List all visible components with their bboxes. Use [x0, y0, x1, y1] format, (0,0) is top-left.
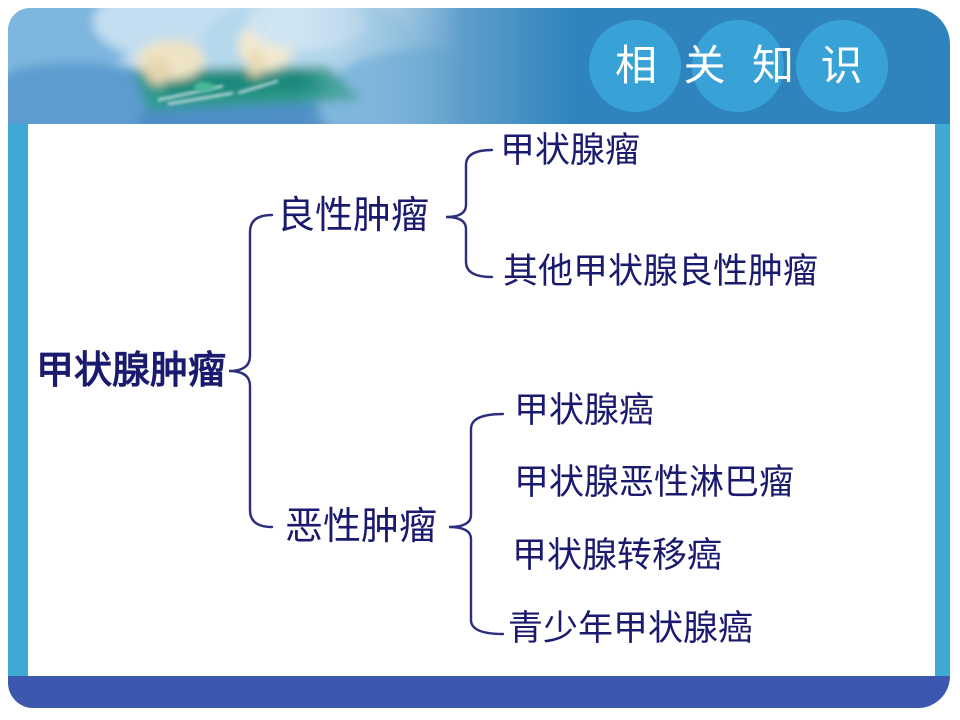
node-adolescent-thyroid-carcinoma: 青少年甲状腺癌 [508, 609, 754, 648]
photo-shapes [8, 8, 478, 124]
header-banner: 相 关 知 识 [8, 8, 950, 124]
brace-malignant [448, 412, 505, 636]
node-other-benign-thyroid-tumors: 其他甲状腺良性肿瘤 [503, 252, 819, 291]
right-border-strip [935, 124, 950, 676]
left-border-strip [8, 124, 28, 676]
title-circle-1 [589, 20, 681, 112]
node-thyroid-tumor-root: 甲状腺肿瘤 [36, 350, 227, 392]
node-thyroid-metastatic-carcinoma: 甲状腺转移癌 [512, 536, 723, 575]
node-malignant-tumor: 恶性肿瘤 [285, 506, 438, 548]
surgery-photo [8, 8, 478, 124]
brace-benign [445, 148, 494, 279]
bottom-border-bar [8, 676, 950, 708]
node-thyroid-carcinoma: 甲状腺癌 [514, 391, 655, 430]
slide-title: 相 关 知 识 [615, 44, 871, 90]
node-thyroid-adenoma: 甲状腺瘤 [500, 131, 641, 170]
title-circle-3 [796, 20, 888, 112]
instrument-handle [194, 82, 214, 92]
node-benign-tumor: 良性肿瘤 [277, 195, 430, 237]
title-circle-2 [692, 20, 784, 112]
brace-root [228, 213, 274, 529]
node-thyroid-malignant-lymphoma: 甲状腺恶性淋巴瘤 [514, 463, 795, 502]
